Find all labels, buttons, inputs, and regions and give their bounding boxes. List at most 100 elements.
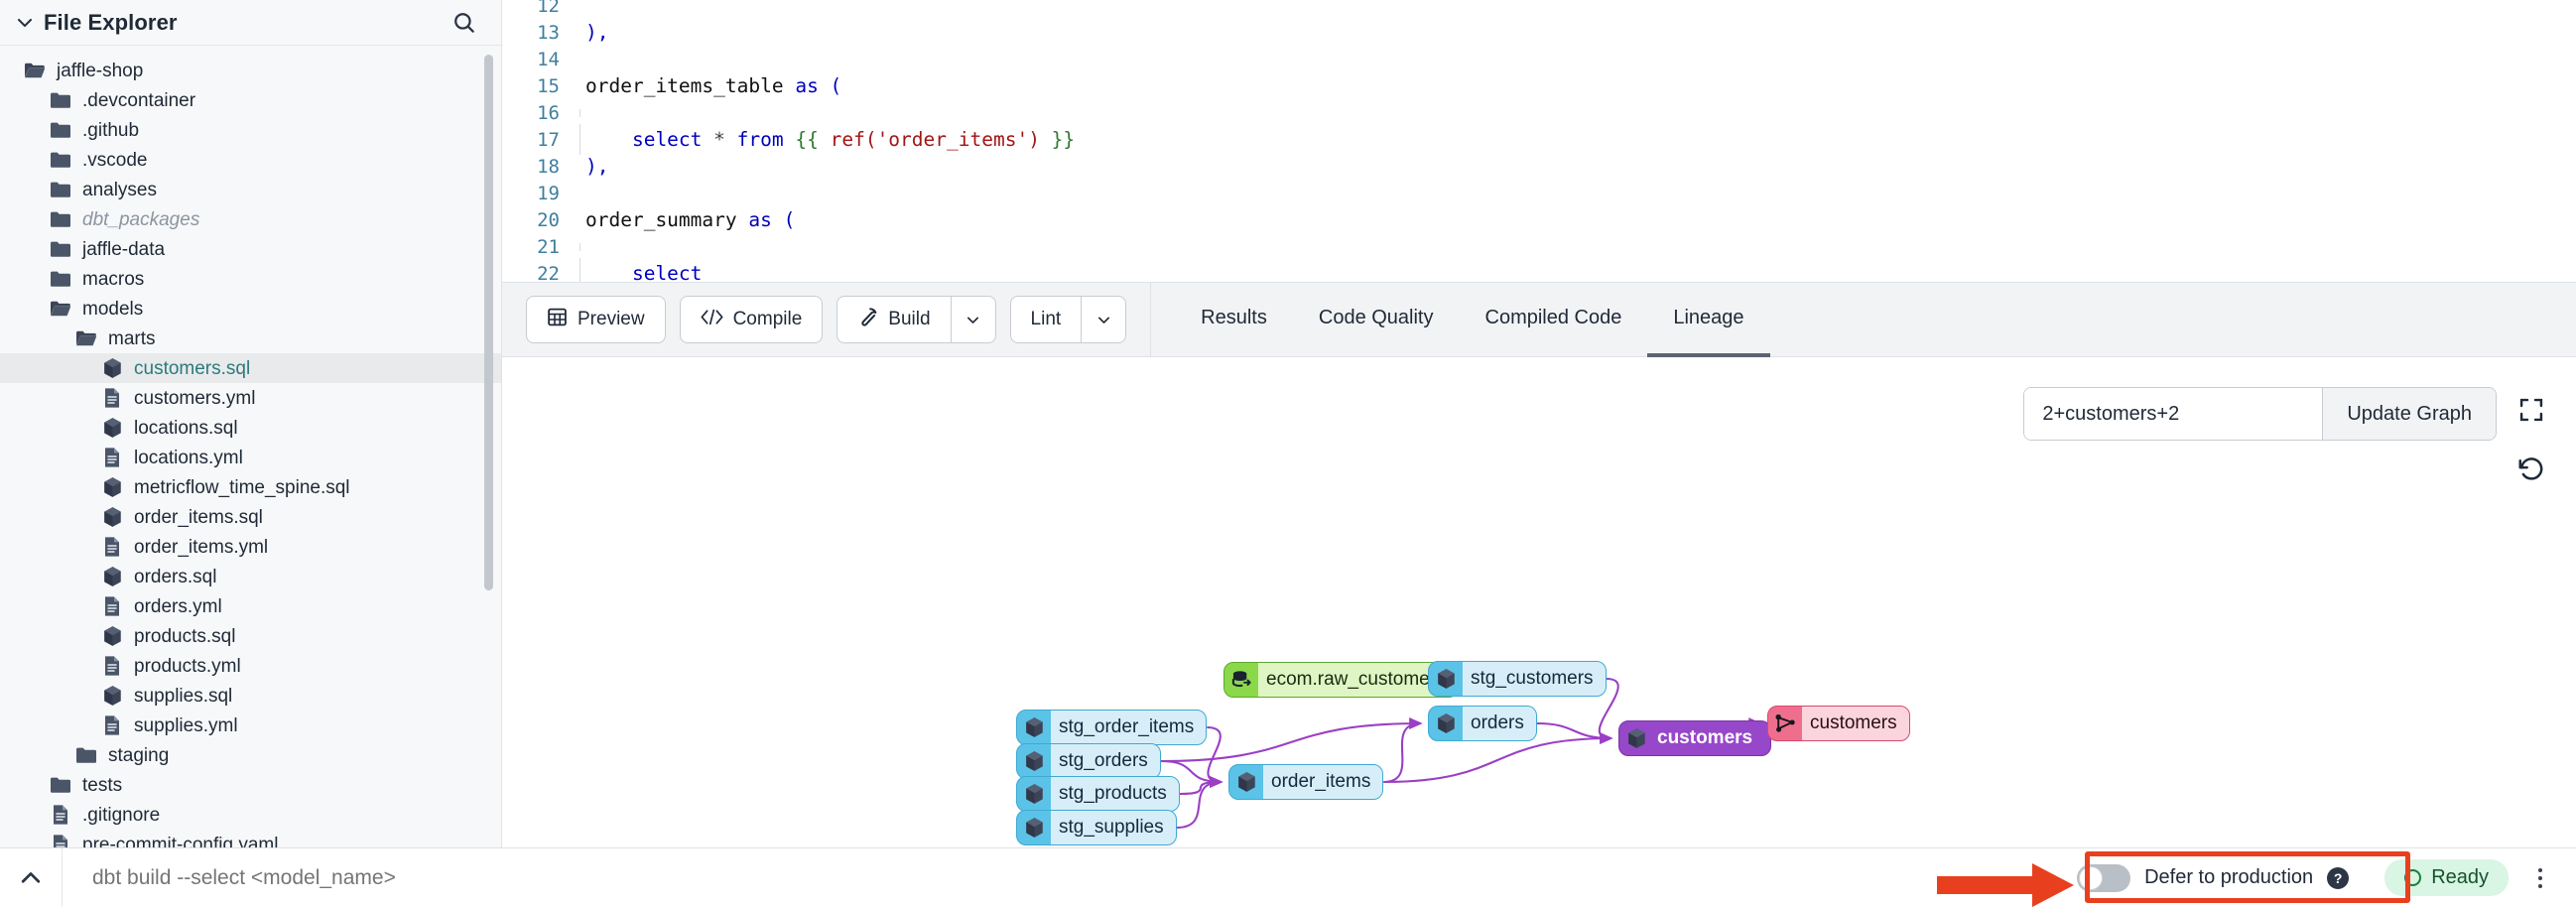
tree-item-supplies-yml[interactable]: supplies.yml — [0, 711, 501, 740]
tree-item-dbt_packages[interactable]: dbt_packages — [0, 204, 501, 234]
tree-item-metricflow_time_spine-sql[interactable]: metricflow_time_spine.sql — [0, 472, 501, 502]
tab-code-quality[interactable]: Code Quality — [1293, 282, 1460, 357]
tree-item-label: order_items.yml — [134, 536, 269, 558]
tab-lineage[interactable]: Lineage — [1647, 282, 1770, 357]
lint-dropdown-chevron-down-icon[interactable] — [1081, 296, 1127, 343]
update-graph-button[interactable]: Update Graph — [2322, 388, 2496, 440]
code-line: 16 — [502, 99, 2576, 126]
database-source-icon — [1224, 663, 1258, 697]
build-dropdown-chevron-down-icon[interactable] — [950, 296, 996, 343]
tree-item-staging[interactable]: staging — [0, 740, 501, 770]
lineage-node-label: order_items — [1263, 765, 1383, 799]
tree-item-label: pre-commit-config.yaml — [82, 834, 279, 848]
sidebar-scrollbar[interactable] — [484, 55, 493, 590]
lineage-node-label: stg_supplies — [1051, 811, 1176, 844]
result-tabs[interactable]: Results Code Quality Compiled Code Lineage — [1175, 282, 1770, 357]
tab-results[interactable]: Results — [1175, 282, 1293, 357]
lineage-graph-panel[interactable]: Update Graph ecom.raw_customersstg_custo… — [502, 357, 2576, 847]
tree-item--devcontainer[interactable]: .devcontainer — [0, 85, 501, 115]
tree-item-analyses[interactable]: analyses — [0, 175, 501, 204]
tree-item-order_items-sql[interactable]: order_items.sql — [0, 502, 501, 532]
lineage-node-customers_exposure[interactable]: customers — [1767, 706, 1910, 741]
tree-item-label: customers.sql — [134, 357, 251, 379]
tree-item-orders-sql[interactable]: orders.sql — [0, 562, 501, 591]
tree-item-orders-yml[interactable]: orders.yml — [0, 591, 501, 621]
tree-item-pre-commit-config-yaml[interactable]: pre-commit-config.yaml — [0, 830, 501, 847]
lint-label: Lint — [1030, 309, 1062, 329]
bottom-bar-right: Defer to production ? Ready — [2057, 856, 2576, 900]
tree-item-tests[interactable]: tests — [0, 770, 501, 800]
build-button[interactable]: Build — [837, 296, 951, 343]
preview-button[interactable]: Preview — [526, 296, 666, 343]
lineage-node-ecom_raw_customers[interactable]: ecom.raw_customers — [1224, 662, 1459, 698]
tab-label: Results — [1201, 306, 1267, 328]
compile-button[interactable]: Compile — [679, 296, 824, 343]
lineage-node-orders[interactable]: orders — [1428, 706, 1537, 741]
dbt-command-input[interactable] — [63, 865, 2058, 890]
tree-item-label: macros — [82, 268, 145, 290]
tree-item-label: customers.yml — [134, 387, 256, 409]
tree-item-label: order_items.sql — [134, 506, 263, 528]
graph-selector-input[interactable] — [2024, 388, 2323, 440]
tree-item--github[interactable]: .github — [0, 115, 501, 145]
tree-item-jaffle-shop[interactable]: jaffle-shop — [0, 56, 501, 85]
chevron-up-icon[interactable] — [0, 848, 62, 907]
lineage-node-stg_order_items[interactable]: stg_order_items — [1016, 710, 1208, 745]
code-text[interactable]: select * from {{ ref('order_items') }} — [580, 124, 1075, 155]
more-vertical-icon[interactable] — [2518, 856, 2562, 900]
tree-item-label: .devcontainer — [82, 89, 196, 111]
tree-item-customers-sql[interactable]: customers.sql — [0, 353, 501, 383]
tree-item-locations-yml[interactable]: locations.yml — [0, 443, 501, 472]
expand-fullscreen-icon[interactable] — [2514, 393, 2548, 427]
tree-item-products-sql[interactable]: products.sql — [0, 621, 501, 651]
tree-item-label: tests — [82, 774, 123, 796]
tree-item-label: analyses — [82, 179, 157, 200]
question-help-icon[interactable]: ? — [2327, 866, 2350, 889]
chevron-down-icon[interactable] — [14, 12, 36, 34]
file-tree[interactable]: jaffle-shop .devcontainer .github .vscode an… — [0, 46, 501, 847]
table-grid-icon — [547, 307, 568, 333]
tree-item-supplies-sql[interactable]: supplies.sql — [0, 681, 501, 711]
tree-item-order_items-yml[interactable]: order_items.yml — [0, 532, 501, 562]
search-icon[interactable] — [450, 8, 479, 38]
tree-item--gitignore[interactable]: .gitignore — [0, 800, 501, 830]
lineage-node-stg_products[interactable]: stg_products — [1016, 776, 1180, 812]
lineage-node-stg_orders[interactable]: stg_orders — [1016, 743, 1161, 779]
tree-item--vscode[interactable]: .vscode — [0, 145, 501, 175]
reset-refresh-icon[interactable] — [2514, 453, 2548, 486]
tab-label: Compiled Code — [1484, 306, 1622, 328]
lineage-controls: Update Graph — [2023, 387, 2548, 486]
code-text[interactable]: select — [580, 258, 702, 282]
defer-toggle[interactable] — [2077, 863, 2131, 892]
tree-item-products-yml[interactable]: products.yml — [0, 651, 501, 681]
code-text[interactable]: order_items_table as ( — [585, 74, 842, 97]
tree-item-marts[interactable]: marts — [0, 324, 501, 353]
tab-compiled-code[interactable]: Compiled Code — [1460, 282, 1648, 357]
tab-label: Code Quality — [1318, 306, 1434, 328]
code-line: 13), — [502, 19, 2576, 46]
code-text[interactable]: ), — [585, 21, 609, 44]
tree-item-label: dbt_packages — [82, 208, 200, 230]
code-text[interactable]: ), — [585, 155, 609, 178]
tree-item-label: jaffle-data — [82, 238, 166, 260]
tree-item-macros[interactable]: macros — [0, 264, 501, 294]
lineage-node-label: stg_customers — [1463, 662, 1606, 696]
lint-button[interactable]: Lint — [1009, 296, 1082, 343]
lineage-node-order_items[interactable]: order_items — [1228, 764, 1384, 800]
toggle-knob — [2079, 865, 2104, 890]
editor-toolbar: Preview Compile Build — [502, 282, 2576, 357]
tree-item-label: .vscode — [82, 149, 148, 171]
line-number: 15 — [537, 74, 560, 97]
tree-item-jaffle-data[interactable]: jaffle-data — [0, 234, 501, 264]
lineage-edge — [1179, 776, 1224, 796]
line-number: 16 — [537, 101, 560, 124]
lineage-node-stg_supplies[interactable]: stg_supplies — [1016, 810, 1177, 845]
tree-item-customers-yml[interactable]: customers.yml — [0, 383, 501, 413]
lineage-node-stg_customers[interactable]: stg_customers — [1428, 661, 1607, 697]
tree-item-locations-sql[interactable]: locations.sql — [0, 413, 501, 443]
tree-item-models[interactable]: models — [0, 294, 501, 324]
lineage-node-label: ecom.raw_customers — [1258, 663, 1458, 697]
code-text[interactable]: order_summary as ( — [585, 208, 796, 231]
lineage-node-customers_model[interactable]: customers — [1618, 720, 1772, 756]
